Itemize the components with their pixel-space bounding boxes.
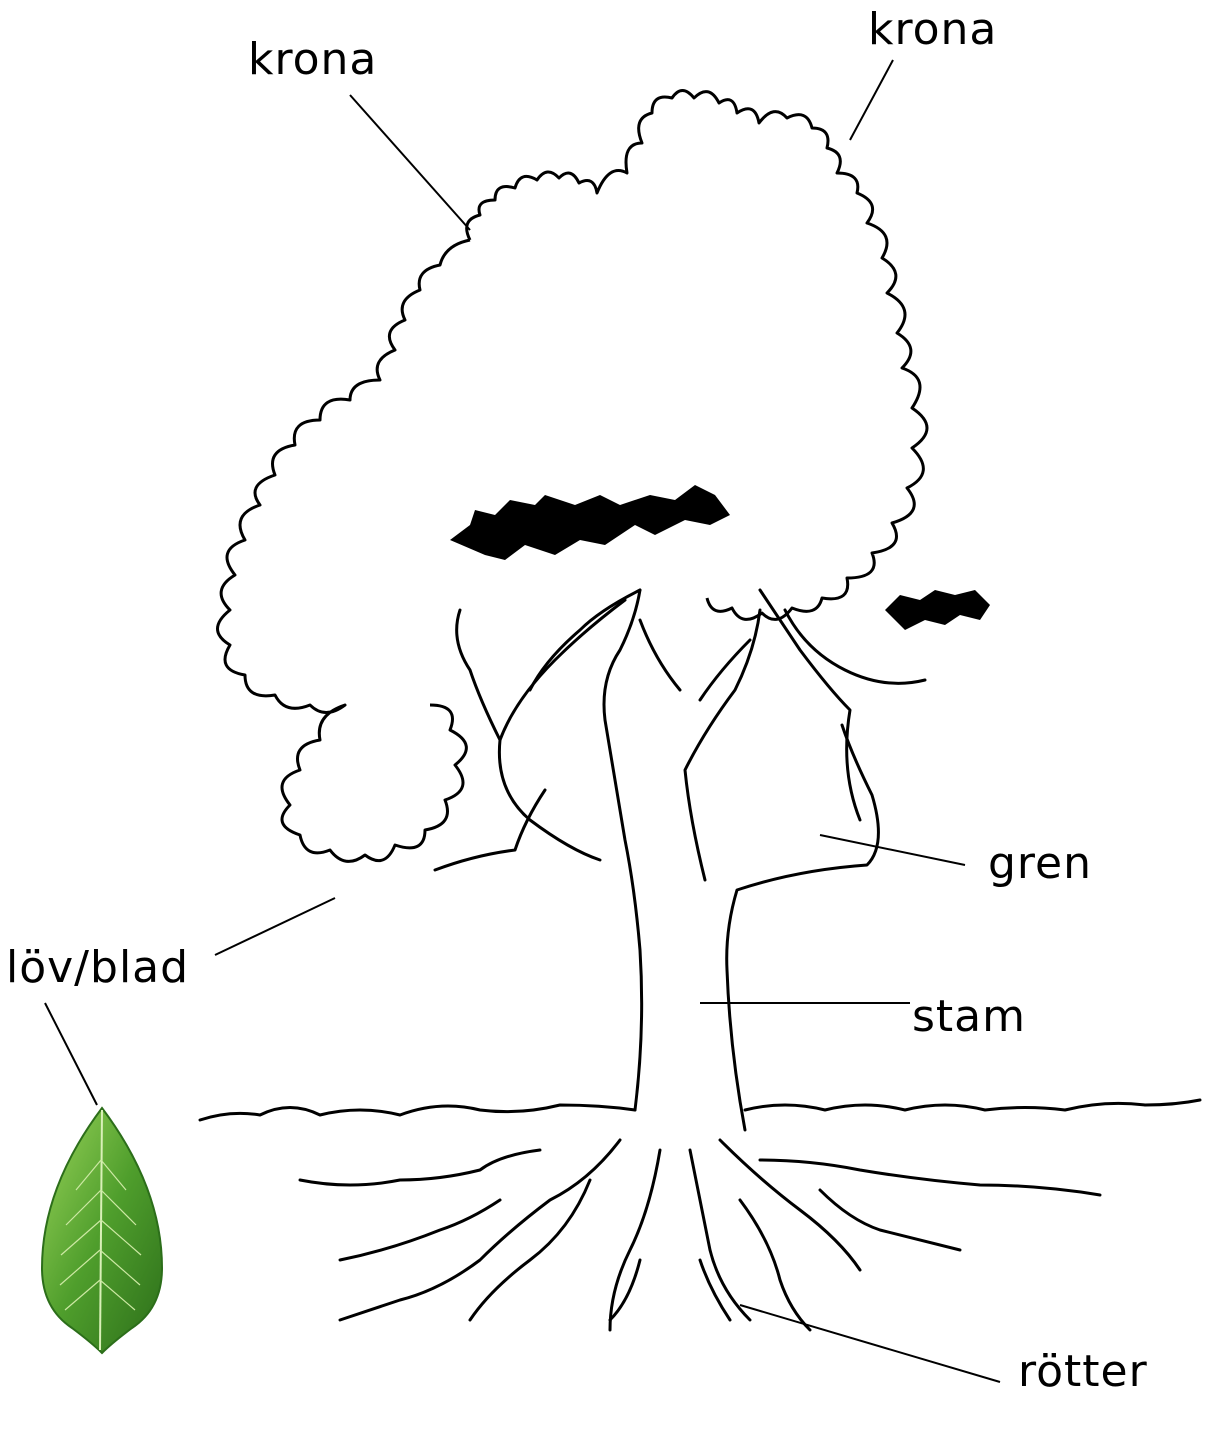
label-leaf: löv/blad [6, 946, 189, 990]
label-branch: gren [988, 842, 1092, 886]
leaf-icon [42, 1108, 162, 1353]
leader-leaf [45, 1003, 97, 1105]
label-trunk: stam [912, 995, 1026, 1039]
dark-foliage-left [450, 485, 730, 560]
dark-foliage-right [885, 590, 990, 630]
leader-lov-blad [215, 898, 335, 955]
trunk-and-branches [200, 590, 1200, 1330]
leader-krona-left [350, 95, 470, 230]
label-roots: rötter [1018, 1350, 1148, 1394]
leader-rotter [740, 1305, 1000, 1382]
leader-gren [820, 835, 965, 865]
crown-outline-left [218, 240, 471, 861]
leader-krona-right [850, 60, 893, 140]
label-crown-left: krona [248, 38, 377, 82]
label-crown-right: krona [868, 8, 997, 52]
leader-lines [45, 60, 1000, 1382]
